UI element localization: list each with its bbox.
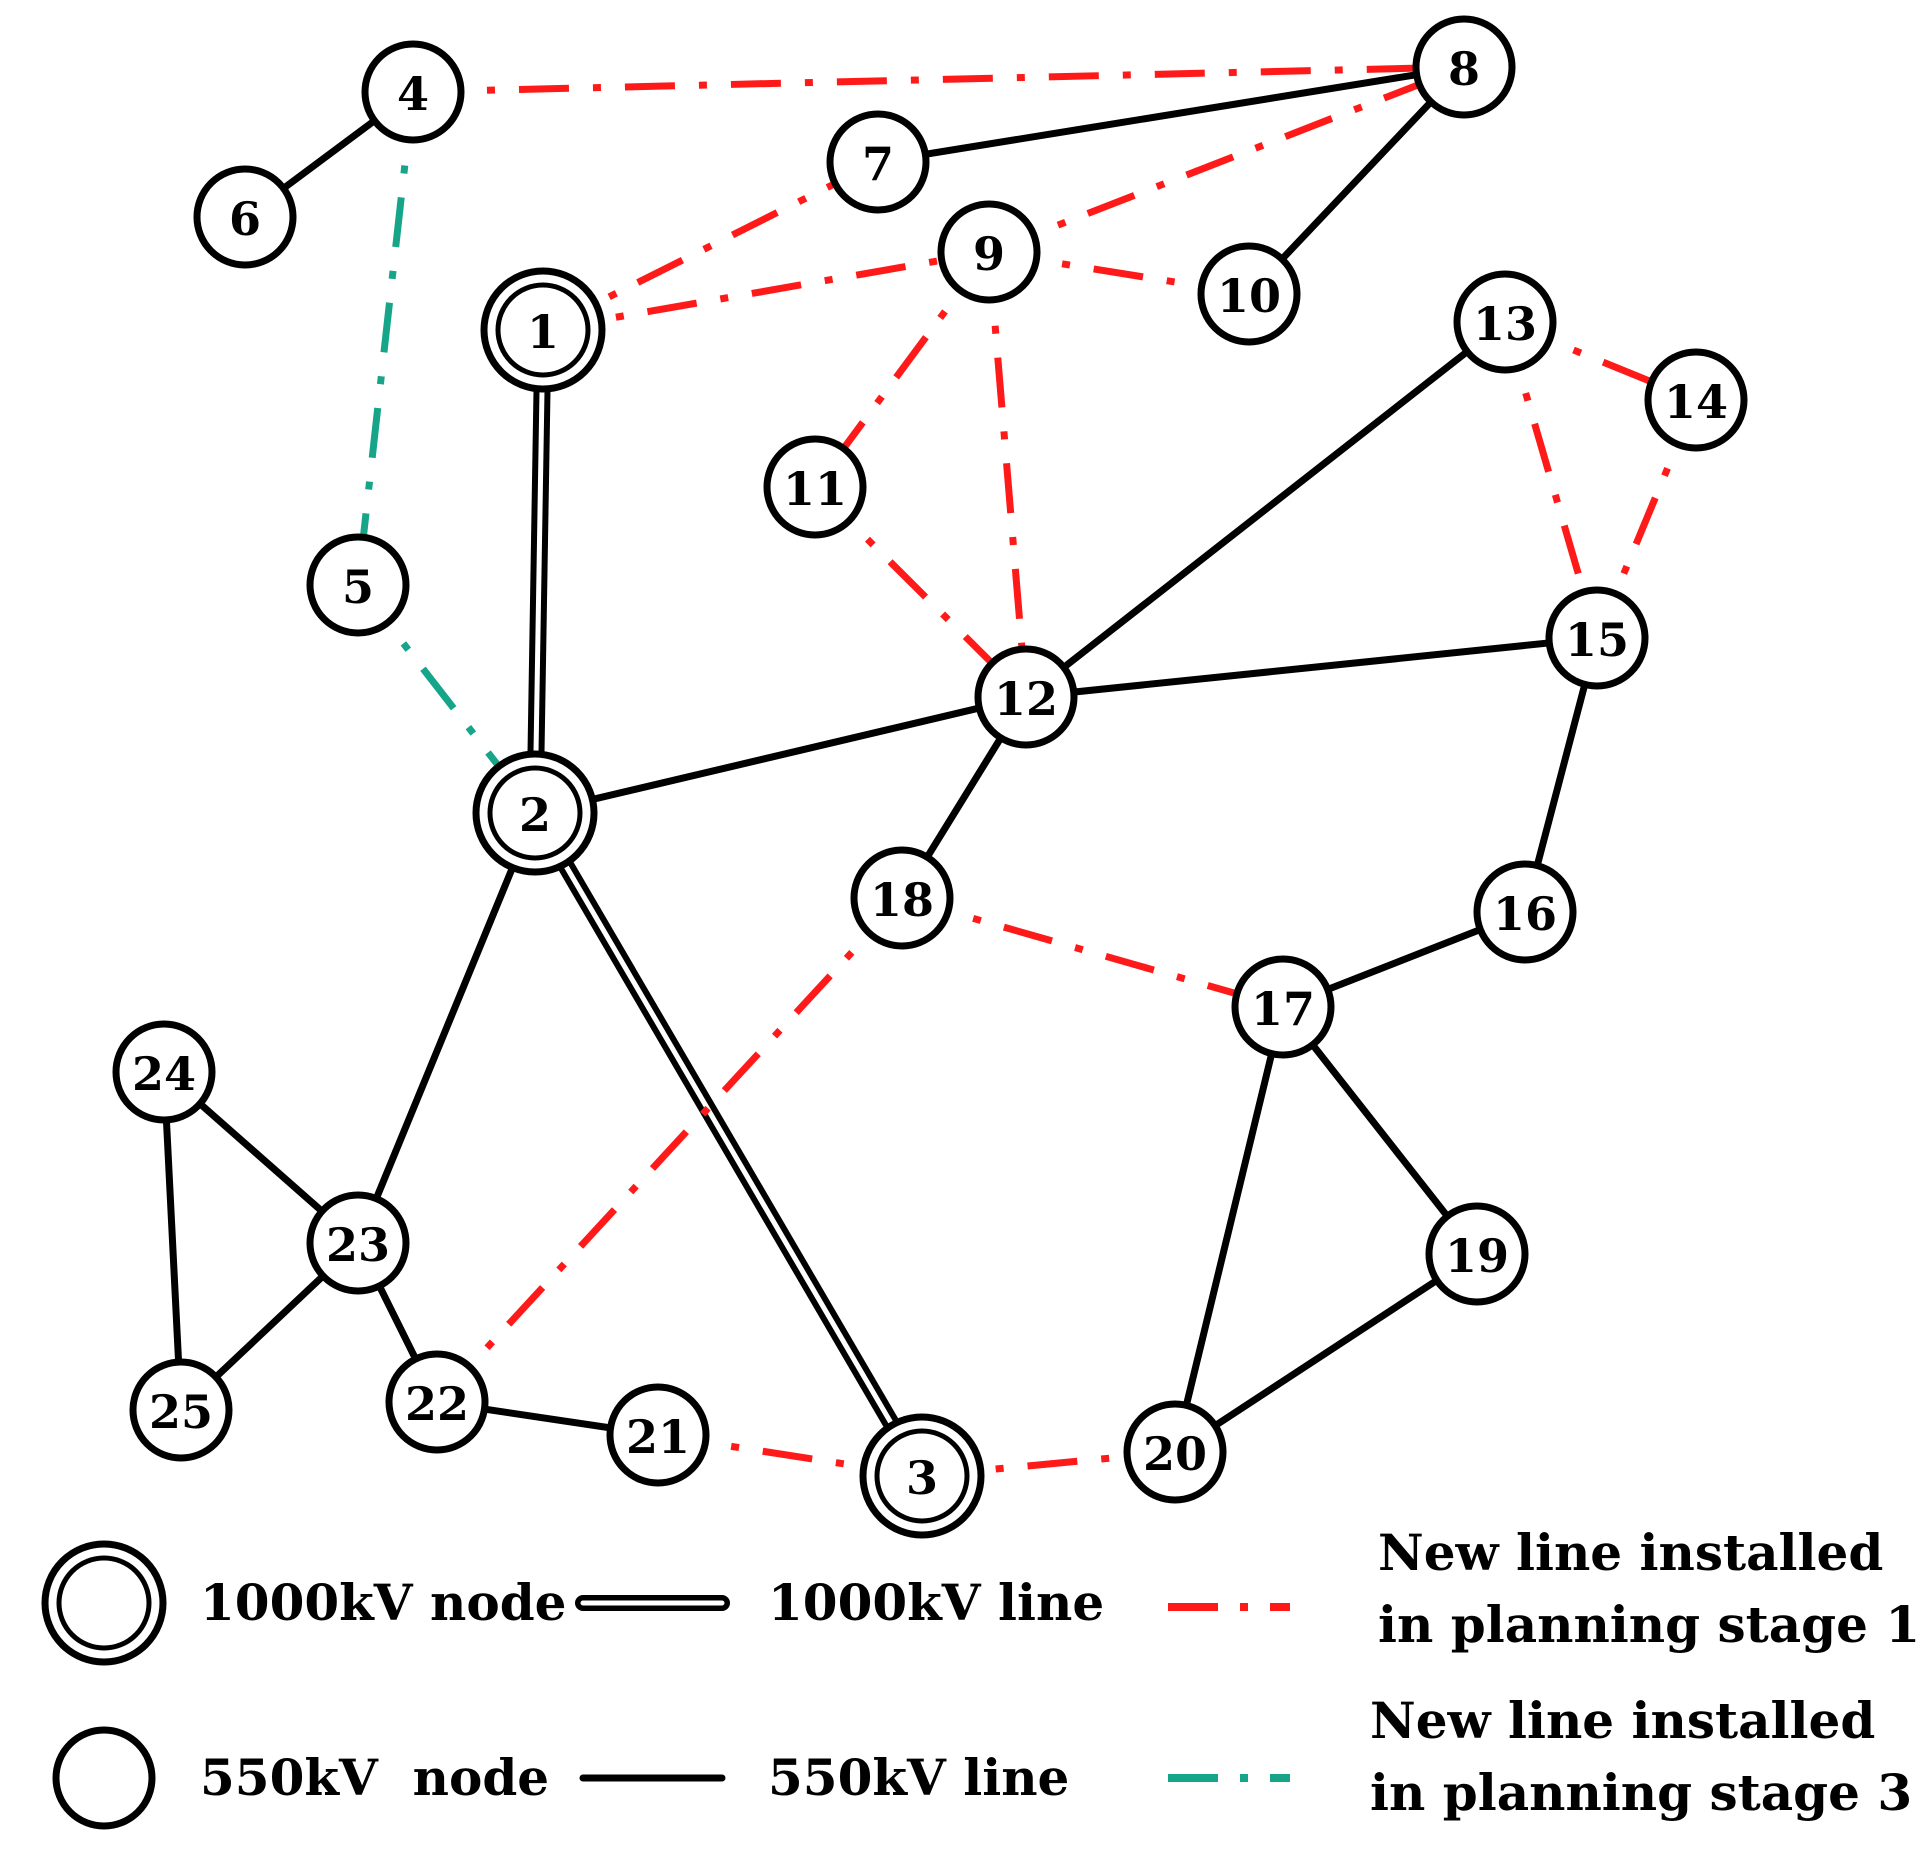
- edge-12-13-550kV: [1022, 318, 1509, 701]
- node-23: 23: [306, 1191, 410, 1295]
- edge-17-20-550kV: [1171, 1003, 1287, 1456]
- node-label-3: 3: [906, 1451, 938, 1505]
- edge-1-2-1000kV: [526, 329, 552, 814]
- edge-9-8-stage1: [987, 63, 1466, 256]
- node-4: 4: [361, 40, 465, 144]
- edge-2-23-550kV: [354, 809, 539, 1247]
- edge-2-12-550kV: [531, 693, 1030, 817]
- node-label-14: 14: [1664, 375, 1728, 429]
- node-label-5: 5: [342, 560, 374, 614]
- edge-1-9-stage1: [542, 248, 990, 334]
- node-label-8: 8: [1448, 42, 1480, 96]
- node-22: 22: [385, 1350, 489, 1454]
- node-label-13: 13: [1473, 297, 1537, 351]
- edge-4-8-stage1: [412, 63, 1465, 96]
- legend-550kv-node-symbol: [52, 1726, 156, 1830]
- edge-9-12-stage1: [985, 251, 1030, 698]
- edge-18-17-stage1: [901, 894, 1284, 1011]
- node-8: 8: [1412, 15, 1516, 119]
- node-label-11: 11: [783, 462, 847, 516]
- node-label-20: 20: [1143, 1427, 1207, 1481]
- node-label-9: 9: [973, 227, 1005, 281]
- node-label-23: 23: [326, 1218, 390, 1272]
- node-label-22: 22: [405, 1377, 469, 1431]
- node-12: 12: [974, 645, 1078, 749]
- node-6: 6: [193, 165, 297, 269]
- node-label-4: 4: [397, 67, 429, 121]
- legend-1000kv-line-label: 1000kV line: [768, 1573, 1104, 1632]
- edge-18-22-stage1: [434, 895, 905, 1405]
- edge-7-8-550kV: [874, 63, 1468, 166]
- legend: 1000kV node 1000kV line New line install…: [41, 1523, 1920, 1830]
- node-label-6: 6: [229, 192, 261, 246]
- node-13: 13: [1453, 270, 1557, 374]
- node-24: 24: [112, 1020, 216, 1124]
- node-18: 18: [850, 846, 954, 950]
- edge-19-20-550kV: [1171, 1250, 1481, 1456]
- edge-12-15-550kV: [1022, 634, 1601, 701]
- legend-stage1-label-line2: in planning stage 1: [1378, 1595, 1920, 1654]
- legend-stage3-label-line1: New line installed: [1370, 1691, 1875, 1750]
- nodes-layer: 1234567891011121314151617181920212223242…: [112, 15, 1748, 1539]
- edge-17-19-550kV: [1279, 1003, 1481, 1258]
- node-11: 11: [763, 435, 867, 539]
- node-5: 5: [306, 533, 410, 637]
- legend-1000kv-node-symbol: [41, 1540, 167, 1666]
- node-label-17: 17: [1251, 982, 1315, 1036]
- node-7: 7: [826, 110, 930, 214]
- node-10: 10: [1197, 242, 1301, 346]
- edge-4-5-stage3: [354, 91, 417, 586]
- legend-550kv-line-label: 550kV line: [768, 1748, 1069, 1807]
- node-19: 19: [1425, 1202, 1529, 1306]
- node-label-1: 1: [527, 305, 559, 359]
- node-label-24: 24: [132, 1047, 196, 1101]
- node-2: 2: [472, 750, 598, 876]
- node-17: 17: [1231, 955, 1335, 1059]
- node-label-10: 10: [1217, 269, 1281, 323]
- legend-1000kv-node-label: 1000kV node: [200, 1573, 566, 1632]
- node-14: 14: [1644, 348, 1748, 452]
- node-label-2: 2: [519, 788, 551, 842]
- node-16: 16: [1473, 860, 1577, 964]
- node-15: 15: [1545, 586, 1649, 690]
- legend-stage3-label-line2: in planning stage 3: [1370, 1763, 1912, 1822]
- node-25: 25: [129, 1358, 233, 1462]
- legend-stage1-label-line1: New line installed: [1378, 1523, 1883, 1582]
- edge-8-10-550kV: [1245, 63, 1468, 298]
- node-21: 21: [606, 1383, 710, 1487]
- node-label-18: 18: [870, 873, 934, 927]
- node-3: 3: [859, 1413, 985, 1539]
- node-9: 9: [937, 200, 1041, 304]
- node-label-7: 7: [862, 137, 894, 191]
- edge-1-7-stage1: [541, 158, 880, 334]
- edge-24-25-550kV: [160, 1068, 185, 1414]
- node-label-21: 21: [626, 1410, 690, 1464]
- node-1: 1: [480, 267, 606, 393]
- legend-550kv-node-label: 550kV node: [200, 1748, 549, 1807]
- node-label-19: 19: [1445, 1229, 1509, 1283]
- node-label-16: 16: [1493, 887, 1557, 941]
- node-label-12: 12: [994, 672, 1058, 726]
- node-20: 20: [1123, 1400, 1227, 1504]
- edge-2-3-1000kV: [527, 808, 930, 1481]
- node-label-25: 25: [149, 1385, 213, 1439]
- node-label-15: 15: [1565, 613, 1629, 667]
